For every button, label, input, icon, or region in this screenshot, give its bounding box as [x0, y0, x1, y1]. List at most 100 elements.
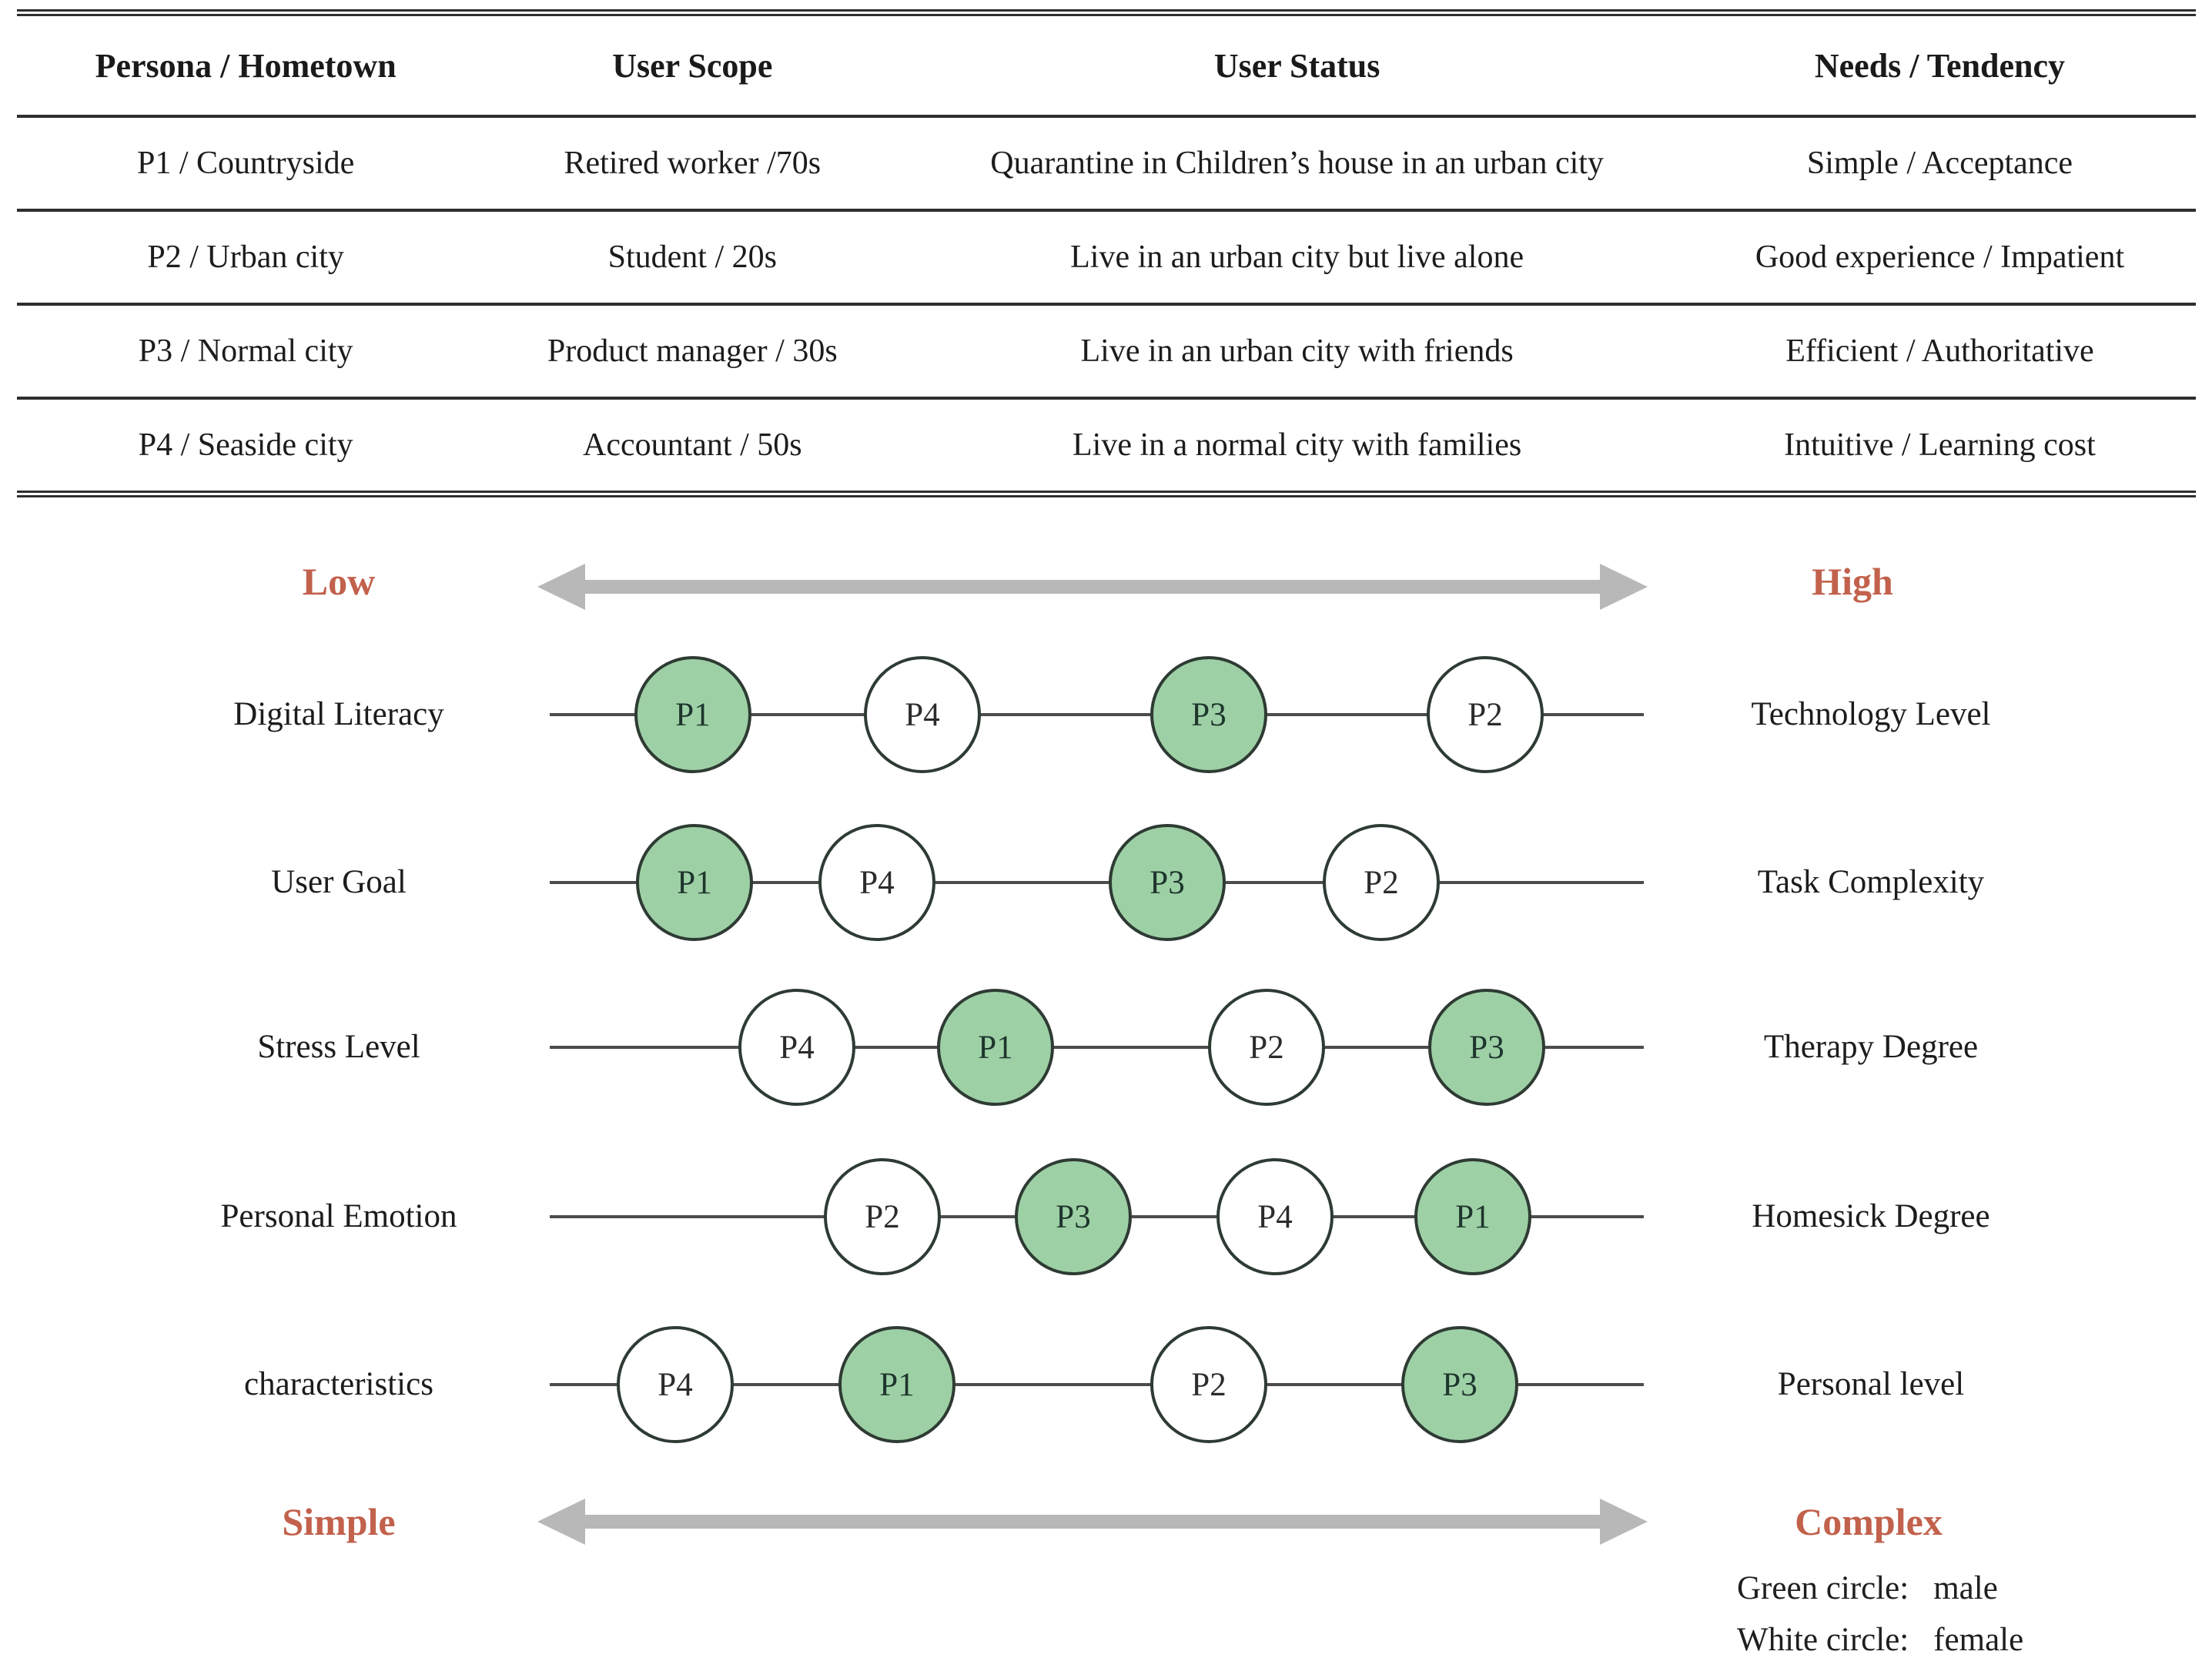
arrow-shaft: [581, 1515, 1605, 1529]
arrowhead-left-icon: [537, 564, 585, 610]
circle-label: P4: [905, 696, 940, 733]
circle-label: P1: [675, 696, 711, 733]
col-header-user-status: User Status: [910, 12, 1684, 118]
cell-status: Quarantine in Children’s house in an urb…: [910, 116, 1684, 212]
circle-label: P4: [658, 1366, 693, 1403]
persona-table: Persona / Hometown User Scope User Statu…: [17, 9, 2196, 497]
scale-row-user-goal: User Goal P1 P4 P3 P2 Task Complexity: [0, 824, 2212, 941]
circle-label: P3: [1442, 1366, 1477, 1403]
row-left-label: Personal Emotion: [220, 1198, 457, 1234]
scale-line: [550, 1046, 1644, 1049]
legend-item-female: White circle: female: [1737, 1621, 2023, 1659]
circle-label: P1: [1455, 1198, 1491, 1235]
circle-label: P2: [1191, 1366, 1226, 1403]
circle-label: P2: [865, 1198, 900, 1235]
scale-row-personal-emotion: Personal Emotion P2 P3 P4 P1 Homesick De…: [0, 1158, 2212, 1275]
cell-scope: Accountant / 50s: [582, 427, 802, 463]
circle-p1: P1: [937, 989, 1054, 1106]
scale-line: [550, 713, 1644, 716]
cell-needs: Simple / Acceptance: [1683, 116, 2196, 212]
table-row-p1: P1 / Countryside Retired worker /70s Qua…: [17, 116, 2196, 212]
cell-status: Live in a normal city with families: [1073, 427, 1522, 463]
circle-p3: P3: [1015, 1158, 1132, 1275]
cell-persona: P3 / Normal city: [17, 304, 475, 400]
circle-p4: P4: [1216, 1158, 1334, 1275]
legend-value: male: [1933, 1570, 1998, 1606]
circle-label: P4: [1257, 1198, 1293, 1235]
circle-p4: P4: [818, 824, 935, 941]
cell-status: Live in an urban city with friends: [910, 304, 1684, 400]
cell-scope: Student / 20s: [474, 210, 911, 306]
legend: Green circle: male White circle: female: [1737, 1569, 2023, 1673]
scale-row-stress-level: Stress Level P4 P1 P2 P3 Therapy Degree: [0, 989, 2212, 1106]
cell-scope: Product manager / 30s: [474, 304, 911, 400]
cell-status: Live in an urban city but live alone: [910, 210, 1684, 306]
col-header-persona-hometown: Persona / Hometown: [17, 12, 475, 118]
legend-item-male: Green circle: male: [1737, 1569, 2023, 1607]
legend-value: female: [1933, 1622, 2024, 1658]
cell-needs: Intuitive / Learning cost: [1784, 427, 2096, 463]
row-right-label: Therapy Degree: [1763, 1029, 1979, 1065]
circle-p3: P3: [1150, 656, 1267, 773]
legend-prefix: Green circle:: [1737, 1570, 1909, 1606]
circle-p3: P3: [1428, 989, 1545, 1106]
col-header-user-scope: User Scope: [474, 12, 911, 118]
circle-label: P1: [879, 1366, 915, 1403]
circle-label: P3: [1056, 1198, 1091, 1235]
circle-label: P3: [1191, 696, 1226, 733]
axis-label-low: Low: [302, 560, 376, 603]
cell-persona: P4 / Seaside city: [138, 427, 353, 463]
scale-row-characteristics: characteristics P4 P1 P2 P3 Personal lev…: [0, 1326, 2212, 1443]
row-right-label: Personal level: [1777, 1366, 1965, 1402]
circle-p2: P2: [1427, 656, 1544, 773]
circle-label: P3: [1150, 864, 1185, 901]
scale-line: [550, 1383, 1644, 1386]
row-right-label: Technology Level: [1751, 696, 1991, 732]
circle-p4: P4: [864, 656, 981, 773]
row-left-label: Stress Level: [257, 1029, 420, 1065]
double-arrow-icon: [537, 564, 1648, 610]
circle-p2: P2: [1208, 989, 1325, 1106]
row-left-label: User Goal: [271, 864, 407, 900]
cell-persona: P2 / Urban city: [17, 210, 475, 306]
axis-label-simple: Simple: [282, 1500, 396, 1543]
circle-p4: P4: [738, 989, 855, 1106]
row-right-label: Homesick Degree: [1752, 1198, 1990, 1234]
axis-label-high: High: [1812, 560, 1893, 603]
axis-label-complex: Complex: [1795, 1500, 1943, 1543]
table-row-p3: P3 / Normal city Product manager / 30s L…: [17, 304, 2196, 400]
table-row-p4: P4 / Seaside city Accountant / 50s Live …: [17, 398, 2196, 494]
scale-row-digital-literacy: Digital Literacy P1 P4 P3 P2 Technology …: [0, 656, 2212, 773]
table-row-p2: P2 / Urban city Student / 20s Live in an…: [17, 210, 2196, 306]
circle-p1: P1: [1414, 1158, 1531, 1275]
circle-label: P2: [1249, 1029, 1284, 1066]
circle-label: P2: [1364, 864, 1399, 901]
arrowhead-right-icon: [1600, 1499, 1648, 1545]
legend-prefix: White circle:: [1737, 1622, 1909, 1658]
circle-p3: P3: [1401, 1326, 1518, 1443]
arrowhead-left-icon: [537, 1499, 585, 1545]
circle-label: P1: [978, 1029, 1013, 1066]
circle-p3: P3: [1109, 824, 1226, 941]
circle-p1: P1: [634, 656, 751, 773]
cell-scope: Retired worker /70s: [474, 116, 911, 212]
circle-p2: P2: [1150, 1326, 1267, 1443]
arrowhead-right-icon: [1600, 564, 1648, 610]
arrow-shaft: [581, 580, 1605, 594]
circle-label: P3: [1469, 1029, 1504, 1066]
circle-p2: P2: [1323, 824, 1440, 941]
scale-line: [550, 881, 1644, 884]
circle-p1: P1: [838, 1326, 955, 1443]
circle-label: P4: [779, 1029, 815, 1066]
cell-persona: P1 / Countryside: [17, 116, 475, 212]
col-header-needs-tendency: Needs / Tendency: [1683, 12, 2196, 118]
circle-p4: P4: [617, 1326, 734, 1443]
row-left-label: Digital Literacy: [233, 696, 444, 732]
cell-needs: Efficient / Authoritative: [1683, 304, 2196, 400]
row-right-label: Task Complexity: [1757, 864, 1985, 900]
circle-p1: P1: [636, 824, 753, 941]
circle-label: P4: [859, 864, 895, 901]
circle-label: P1: [677, 864, 712, 901]
double-arrow-icon: [537, 1499, 1648, 1545]
